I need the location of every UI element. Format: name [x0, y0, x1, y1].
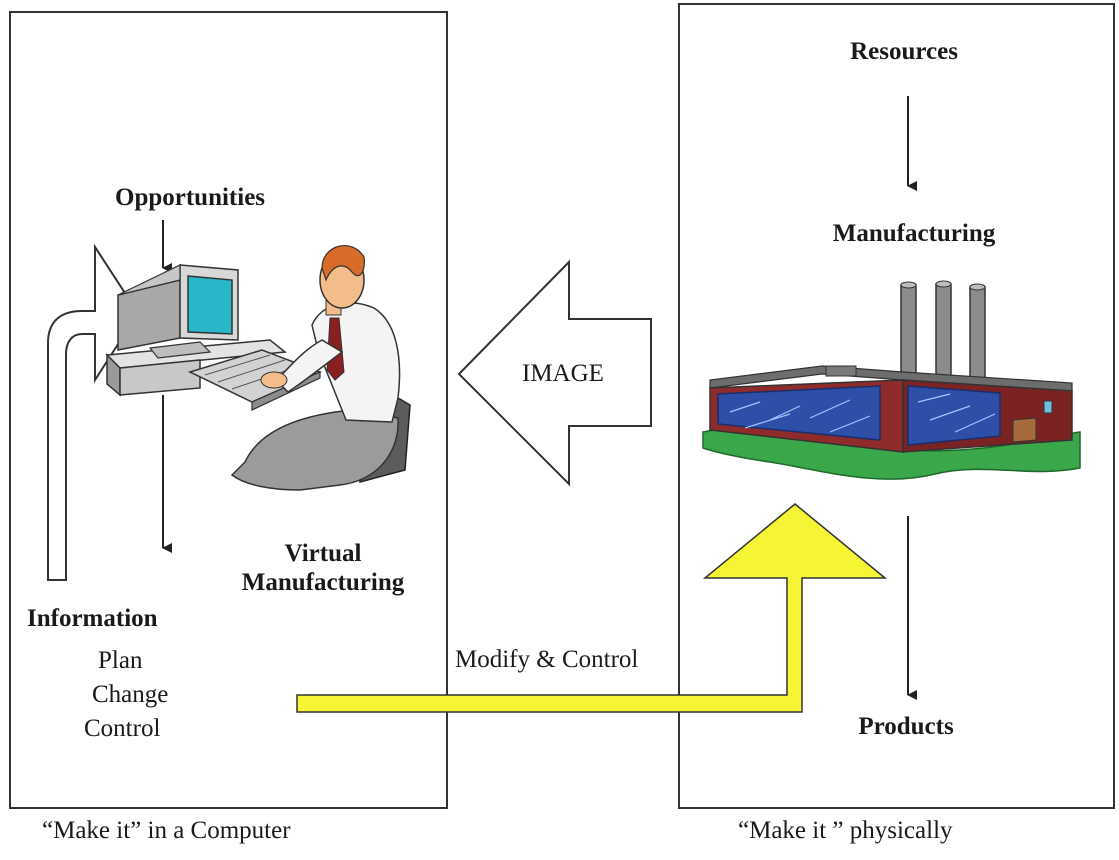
right-caption: “Make it ” physically [738, 817, 953, 844]
manufacturing-label: Manufacturing [832, 220, 996, 247]
image-arrow-label: IMAGE [522, 360, 604, 387]
monitor-screen [187, 275, 233, 335]
left-caption: “Make it” in a Computer [42, 817, 291, 844]
factory-illustration [702, 280, 1081, 480]
info-item-change: Change [92, 681, 169, 708]
virtual-manufacturing-label: Virtual Manufacturing [241, 540, 405, 596]
information-label: Information [27, 605, 158, 632]
info-item-control: Control [84, 715, 161, 742]
image-arrow [457, 259, 652, 487]
right-panel-box [678, 3, 1115, 809]
resources-label: Resources [850, 38, 958, 65]
left-panel-box [9, 11, 448, 809]
products-label: Products [858, 713, 954, 740]
info-item-plan: Plan [98, 647, 143, 674]
opportunities-label: Opportunities [115, 184, 266, 211]
computer-user-illustration [105, 245, 411, 491]
loop-arrow [47, 243, 140, 581]
modify-control-arrow [296, 503, 888, 713]
modify-control-label: Modify & Control [455, 646, 639, 673]
